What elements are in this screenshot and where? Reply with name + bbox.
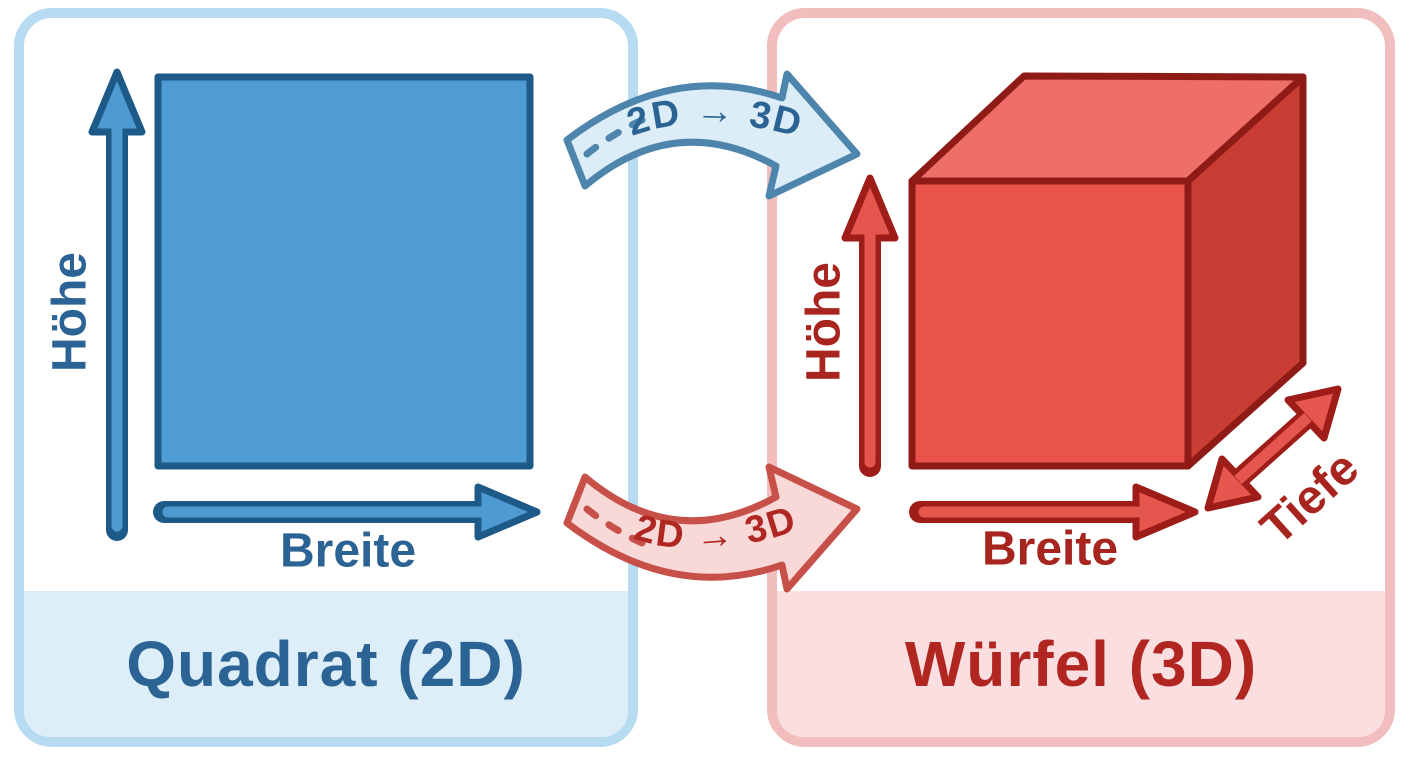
hoehe-label-right: Höhe <box>797 262 851 382</box>
panel-quadrat-title: Quadrat (2D) <box>126 628 526 700</box>
panel-quadrat-2d: Quadrat (2D) <box>14 8 638 747</box>
hoehe-label-left: Höhe <box>43 252 97 372</box>
panel-wuerfel-title: Würfel (3D) <box>904 628 1258 700</box>
panel-wuerfel-footer: Würfel (3D) <box>777 591 1385 737</box>
breite-label-right: Breite <box>981 522 1119 576</box>
breite-label-left: Breite <box>279 524 417 578</box>
panel-wuerfel-3d: Würfel (3D) <box>767 8 1395 747</box>
panel-quadrat-footer: Quadrat (2D) <box>24 591 628 737</box>
